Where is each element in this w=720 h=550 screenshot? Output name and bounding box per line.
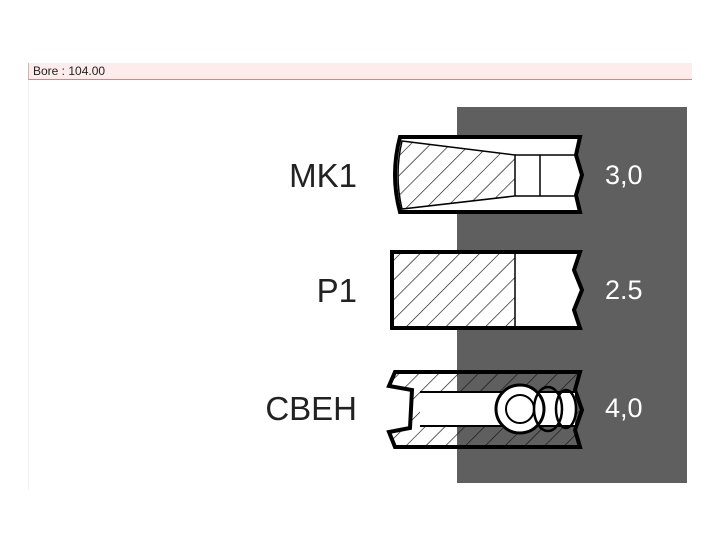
ring-thickness: 4,0	[605, 393, 643, 423]
divider	[28, 80, 29, 490]
ring-p1-profile	[390, 250, 585, 330]
ring-label: CBEH	[265, 390, 357, 427]
ring-label: P1	[317, 272, 357, 309]
ring-label: MK1	[289, 157, 357, 194]
ring-thickness: 3,0	[605, 160, 643, 190]
ring-thickness: 2.5	[605, 275, 643, 305]
ring-cbeh-profile	[386, 370, 585, 449]
bore-label: Bore : 104.00	[33, 64, 106, 78]
bore-header: Bore : 104.00	[28, 63, 692, 80]
ring-mk1-profile	[393, 135, 585, 214]
